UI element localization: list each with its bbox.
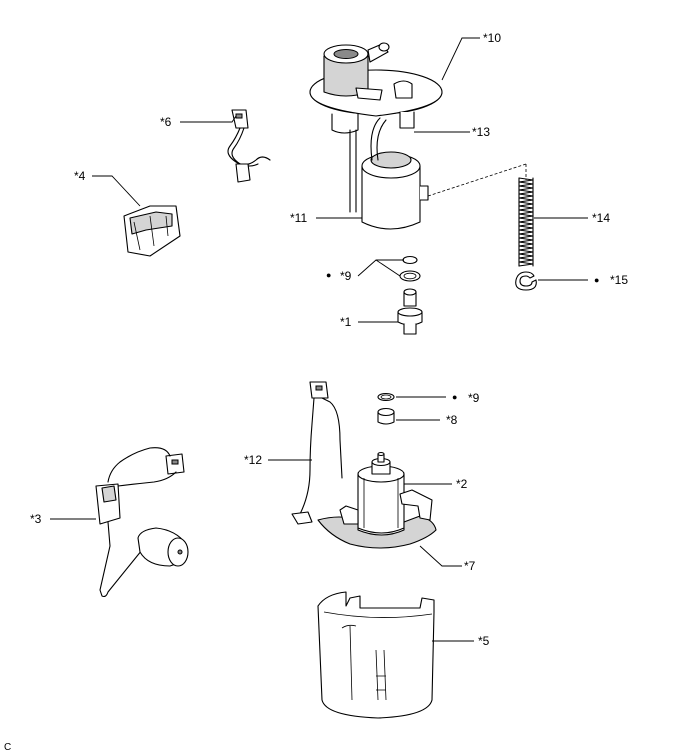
label-part-12: *12 (244, 453, 262, 467)
label-part-1: *1 (340, 315, 352, 329)
label-part-14: *14 (592, 211, 610, 225)
part-3-fuel-sender-gauge (95, 447, 189, 598)
part-5-fuel-sub-tank (317, 591, 435, 719)
label-part-15: *15 (610, 273, 628, 287)
part-2-fuel-pump (357, 451, 405, 534)
part-4-retainer (123, 205, 181, 257)
label-part-9-upper: *9 (340, 269, 352, 283)
part-8-bush (377, 407, 395, 425)
bullet-marker-9b: ● (452, 392, 457, 402)
label-part-3: *3 (30, 512, 42, 526)
label-part-2: *2 (456, 477, 468, 491)
leader-lines (50, 37, 588, 642)
label-part-10: *10 (483, 31, 501, 45)
part-13-guide-rod (349, 129, 357, 213)
corner-code: C (4, 742, 11, 753)
label-part-4: *4 (74, 169, 86, 183)
label-part-5: *5 (478, 634, 490, 648)
part-6-wire-harness (227, 109, 271, 183)
label-part-6: *6 (160, 115, 172, 129)
label-part-7: *7 (464, 559, 476, 573)
part-14-spring (518, 177, 534, 267)
part-1-pressure-regulator (397, 288, 423, 335)
spring-alignment-line (427, 163, 527, 197)
label-part-13: *13 (472, 125, 490, 139)
bullet-marker-9a: ● (326, 270, 331, 280)
part-9-oring-lower (377, 392, 395, 402)
label-part-9-lower: *9 (468, 391, 480, 405)
part-7-pump-bracket (317, 489, 437, 549)
part-10-pump-flange (309, 42, 443, 134)
part-11-fuel-filter (361, 117, 429, 230)
label-part-8: *8 (446, 413, 458, 427)
part-12-wire-assembly (291, 381, 343, 525)
part-labels: *10 *6 *13 *4 *11 *14 ● *9 ● *15 *1 ● *9… (4, 31, 628, 753)
part-15-clip (515, 271, 537, 291)
label-part-11: *11 (290, 211, 307, 225)
part-9-orings-upper (399, 255, 421, 282)
bullet-marker-15: ● (594, 275, 599, 285)
